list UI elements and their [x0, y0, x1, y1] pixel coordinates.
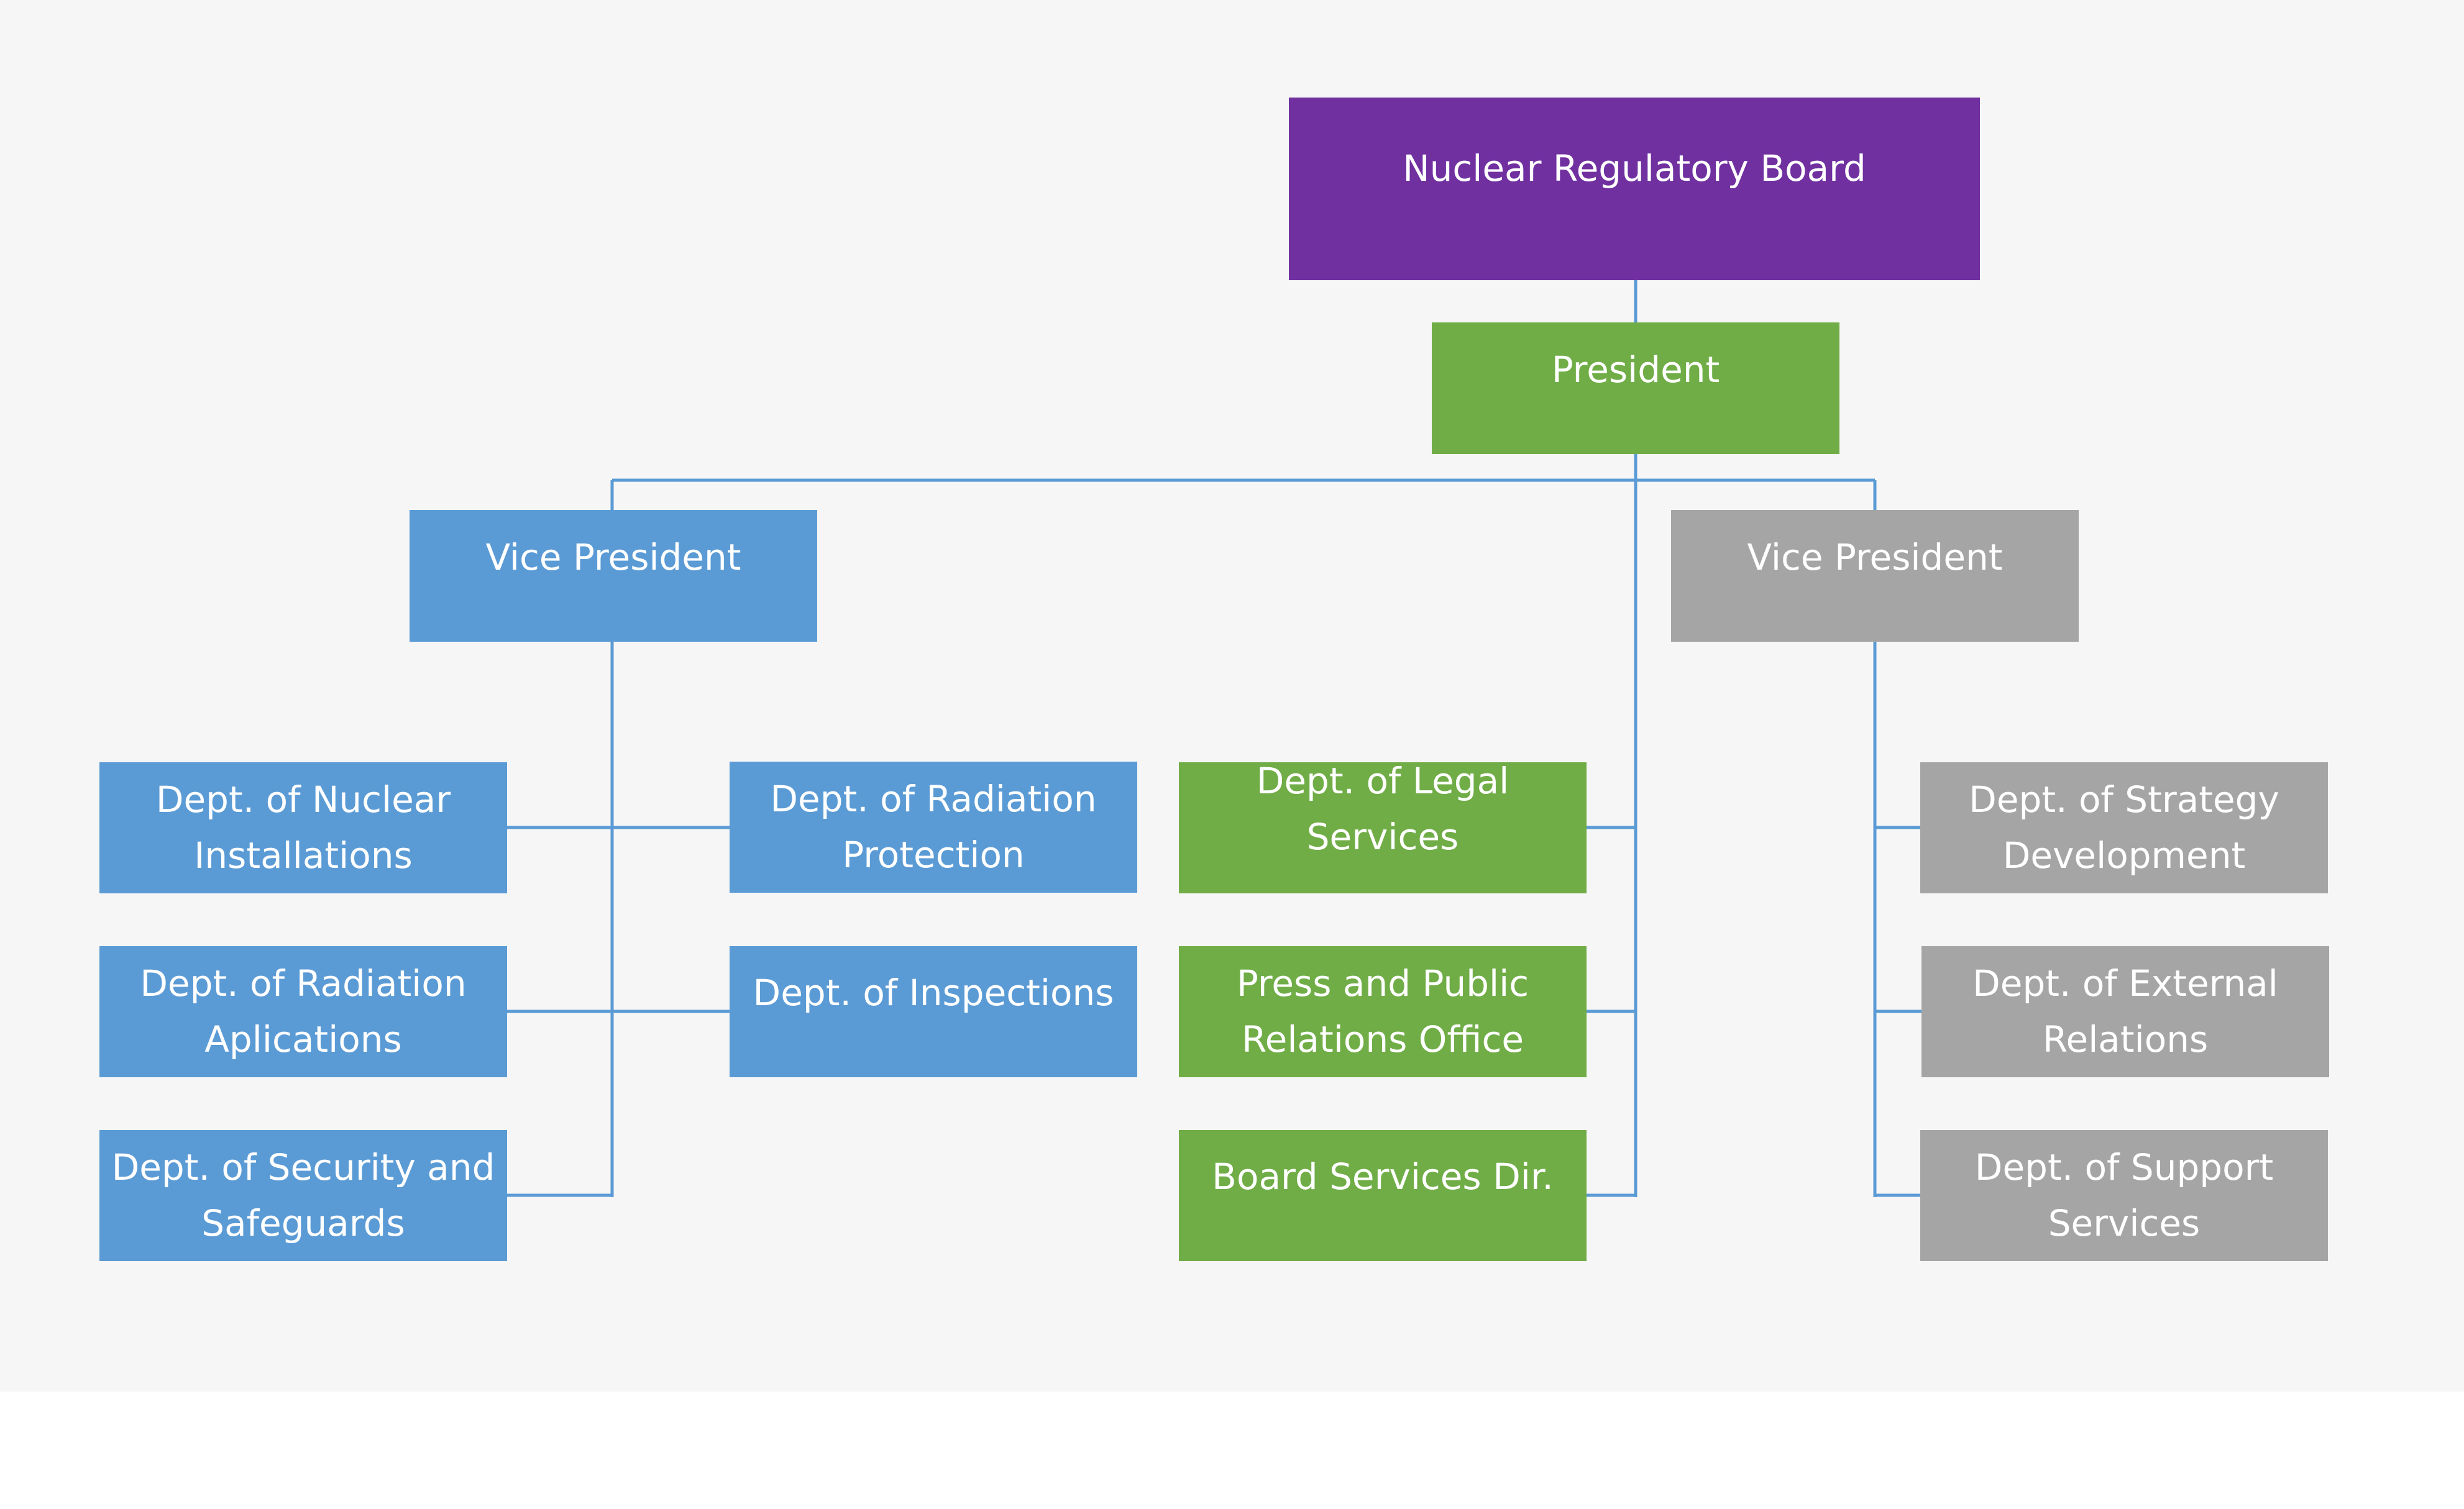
dept-strategy-development-label: Dept. of Strategy Development — [1969, 772, 2279, 884]
dept-legal-services-label: Dept. of Legal Services — [1179, 754, 1587, 865]
dept-inspections-node: Dept. of Inspections — [730, 946, 1137, 1077]
label-line: Installations — [194, 834, 413, 877]
dept-support-services-label: Dept. of Support Services — [1975, 1140, 2273, 1252]
board-node: Nuclear Regulatory Board — [1289, 98, 1980, 280]
board-services-label: Board Services Dir. — [1212, 1149, 1554, 1205]
label-line: Dept. of Support — [1974, 1146, 2274, 1188]
label-line: Dept. of Legal Services — [1256, 759, 1509, 858]
dept-inspections-label: Dept. of Inspections — [753, 965, 1114, 1021]
connector-group — [507, 280, 1921, 1197]
vice-president-right-label: Vice President — [1747, 536, 2003, 578]
label-line: Dept. of External — [1972, 962, 2278, 1005]
dept-legal-services-node: Dept. of Legal Services — [1179, 760, 1587, 893]
label-line: Board Services Dir. — [1212, 1155, 1554, 1198]
label-line: Dept. of Inspections — [753, 971, 1114, 1014]
dept-external-relations-label: Dept. of External Relations — [1972, 956, 2278, 1068]
press-public-relations-node: Press and Public Relations Office — [1179, 946, 1587, 1077]
dept-strategy-development-node: Dept. of Strategy Development — [1920, 762, 2328, 893]
label-line: Aplications — [204, 1018, 402, 1060]
vice-president-right-node: Vice President — [1671, 510, 2079, 642]
president-node: President — [1432, 322, 1839, 454]
label-line: Dept. of Nuclear — [155, 778, 451, 821]
board-services-node: Board Services Dir. — [1179, 1130, 1587, 1261]
vice-president-left-node: Vice President — [410, 510, 817, 642]
label-line: Development — [2002, 834, 2246, 877]
label-line: Services — [2048, 1201, 2201, 1244]
connector-lines — [507, 280, 1921, 1197]
dept-radiation-protection-label: Dept. of Radiation Protection — [770, 772, 1096, 883]
dept-radiation-applications-label: Dept. of Radiation Aplications — [140, 956, 466, 1068]
dept-external-relations-node: Dept. of External Relations — [1921, 946, 2329, 1077]
label-line: Press and Public — [1236, 962, 1529, 1005]
label-line: Dept. of Radiation — [140, 962, 467, 1005]
president-label: President — [1551, 349, 1720, 391]
press-public-relations-label: Press and Public Relations Office — [1237, 956, 1529, 1068]
dept-nuclear-installations-label: Dept. of Nuclear Installations — [156, 772, 451, 884]
dept-radiation-applications-node: Dept. of Radiation Aplications — [99, 946, 507, 1077]
dept-security-safeguards-node: Dept. of Security and Safeguards — [99, 1130, 507, 1261]
dept-nuclear-installations-node: Dept. of Nuclear Installations — [99, 762, 507, 893]
label-line: Relations — [2042, 1018, 2209, 1060]
label-line: Dept. of Security and — [111, 1146, 495, 1188]
label-line: Protection — [842, 833, 1025, 876]
label-line: Relations Office — [1241, 1018, 1524, 1060]
label-line: Dept. of Radiation — [770, 777, 1097, 820]
dept-support-services-node: Dept. of Support Services — [1920, 1130, 2328, 1261]
label-line: Dept. of Strategy — [1969, 778, 2279, 821]
org-chart: Nuclear Regulatory Board President Vice … — [99, 98, 2329, 1261]
vice-president-left-label: Vice President — [485, 536, 741, 578]
board-label: Nuclear Regulatory Board — [1403, 147, 1866, 189]
label-line: Safeguards — [201, 1201, 405, 1244]
dept-radiation-protection-node: Dept. of Radiation Protection — [730, 762, 1137, 893]
dept-security-safeguards-label: Dept. of Security and Safeguards — [112, 1140, 495, 1252]
